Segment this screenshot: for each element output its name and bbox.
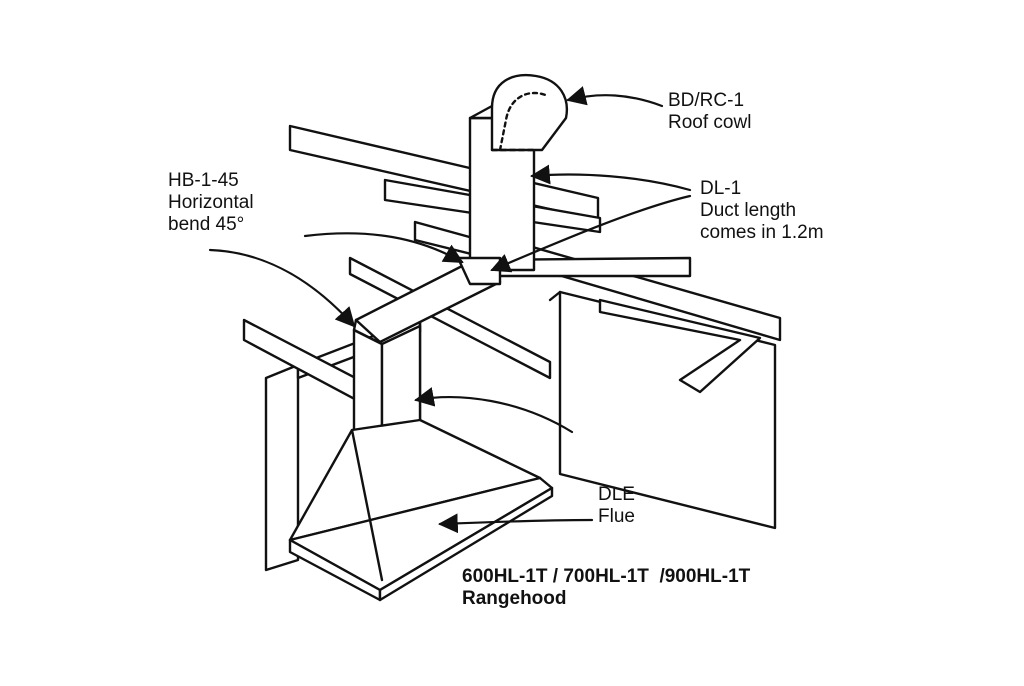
label-flue: DLE Flue: [598, 484, 635, 528]
roof-cowl-shape: [490, 73, 569, 152]
duct-length-line3: comes in 1.2m: [700, 222, 824, 243]
rangehood-models: 600HL-1T / 700HL-1T /900HL-1T: [462, 566, 751, 587]
flue-name: Flue: [598, 506, 635, 527]
duct-length-line2: Duct length: [700, 200, 797, 221]
duct-length-code: DL-1: [700, 178, 742, 199]
horizontal-bend-line3: bend 45°: [168, 214, 245, 235]
arrow-bend-upper: [303, 232, 464, 264]
horizontal-bend-code: HB-1-45: [168, 170, 239, 191]
horizontal-duct: [354, 256, 502, 344]
arrow-duct-length-2: [490, 194, 692, 273]
label-duct-length: DL-1 Duct length comes in 1.2m: [700, 178, 824, 244]
label-rangehood: 600HL-1T / 700HL-1T /900HL-1T Rangehood: [462, 566, 750, 610]
rangehood-name: Rangehood: [462, 588, 567, 609]
label-horizontal-bend: HB-1-45 Horizontal bend 45°: [168, 170, 254, 236]
arrow-duct-length: [530, 164, 692, 192]
horizontal-bend-line2: Horizontal: [168, 192, 254, 213]
arrow-flue: [414, 387, 574, 434]
roof-cowl-code: BD/RC-1: [668, 90, 745, 111]
rangehood-canopy: [288, 418, 554, 602]
label-roof-cowl: BD/RC-1 Roof cowl: [668, 90, 751, 134]
flue-code: DLE: [598, 484, 635, 505]
roof-cowl-name: Roof cowl: [668, 112, 752, 133]
arrow-bend-lower: [208, 248, 356, 328]
arrow-rangehood: [438, 513, 594, 534]
arrow-roof-cowl: [566, 86, 664, 108]
